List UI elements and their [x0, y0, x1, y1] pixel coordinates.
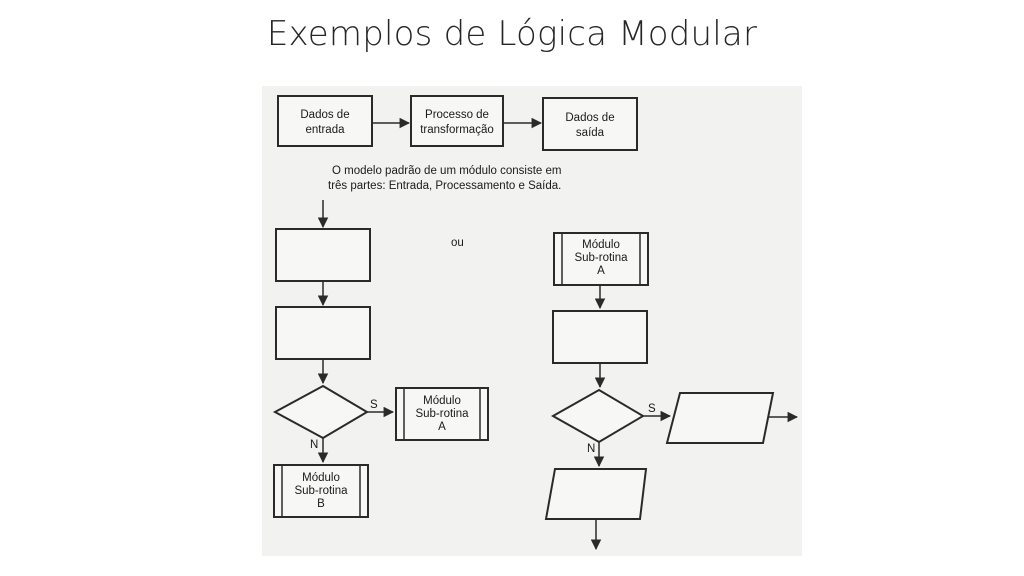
caption-line1: O modelo padrão de um módulo consiste em: [332, 165, 561, 177]
left-decision-diamond: [272, 384, 369, 440]
left-process-box-2: [275, 306, 371, 360]
output-box: [542, 97, 638, 151]
right-output-parallelogram: [665, 392, 775, 444]
input-box-line1: Dados de: [300, 109, 349, 121]
left-module-b-line1: Módulo: [302, 472, 340, 484]
right-yes-label: S: [648, 403, 656, 415]
right-module-a-line1: Módulo: [582, 239, 620, 251]
left-module-a-line3: A: [438, 421, 446, 433]
process-box-line1: Processo de: [425, 109, 489, 121]
process-box-line2: transformação: [420, 124, 494, 136]
right-module-a-line3: A: [597, 265, 605, 277]
right-decision-diamond: [550, 388, 645, 444]
output-box-line2: saída: [576, 127, 605, 139]
caption-line2: três partes: Entrada, Processamento e Sa…: [328, 180, 561, 192]
left-module-b-box: [273, 464, 369, 518]
left-yes-label: S: [370, 399, 378, 411]
left-no-label: N: [310, 439, 318, 451]
left-process-box-1: [275, 228, 371, 282]
output-box-line1: Dados de: [565, 112, 614, 124]
or-label: ou: [451, 237, 464, 249]
right-process-box: [552, 310, 648, 364]
right-no-label: N: [587, 443, 595, 455]
input-box: [277, 95, 373, 147]
right-bottom-parallelogram: [544, 468, 648, 520]
flowchart-diagram: Dados de entrada Processo de transformaç…: [272, 95, 799, 551]
slide-title: Exemplos de Lógica Modular: [266, 14, 758, 54]
left-module-a-line1: Módulo: [423, 395, 461, 407]
right-module-a-line2: Sub-rotina: [574, 252, 628, 264]
left-module-a-line2: Sub-rotina: [415, 408, 469, 420]
right-module-a-box: [553, 232, 649, 286]
left-module-b-line3: B: [317, 498, 325, 510]
left-module-a-box: [395, 387, 489, 441]
left-module-b-line2: Sub-rotina: [294, 485, 348, 497]
input-box-line2: entrada: [305, 124, 345, 136]
process-box: [410, 95, 504, 147]
flowchart-scan: Dados de entrada Processo de transformaç…: [262, 86, 802, 556]
